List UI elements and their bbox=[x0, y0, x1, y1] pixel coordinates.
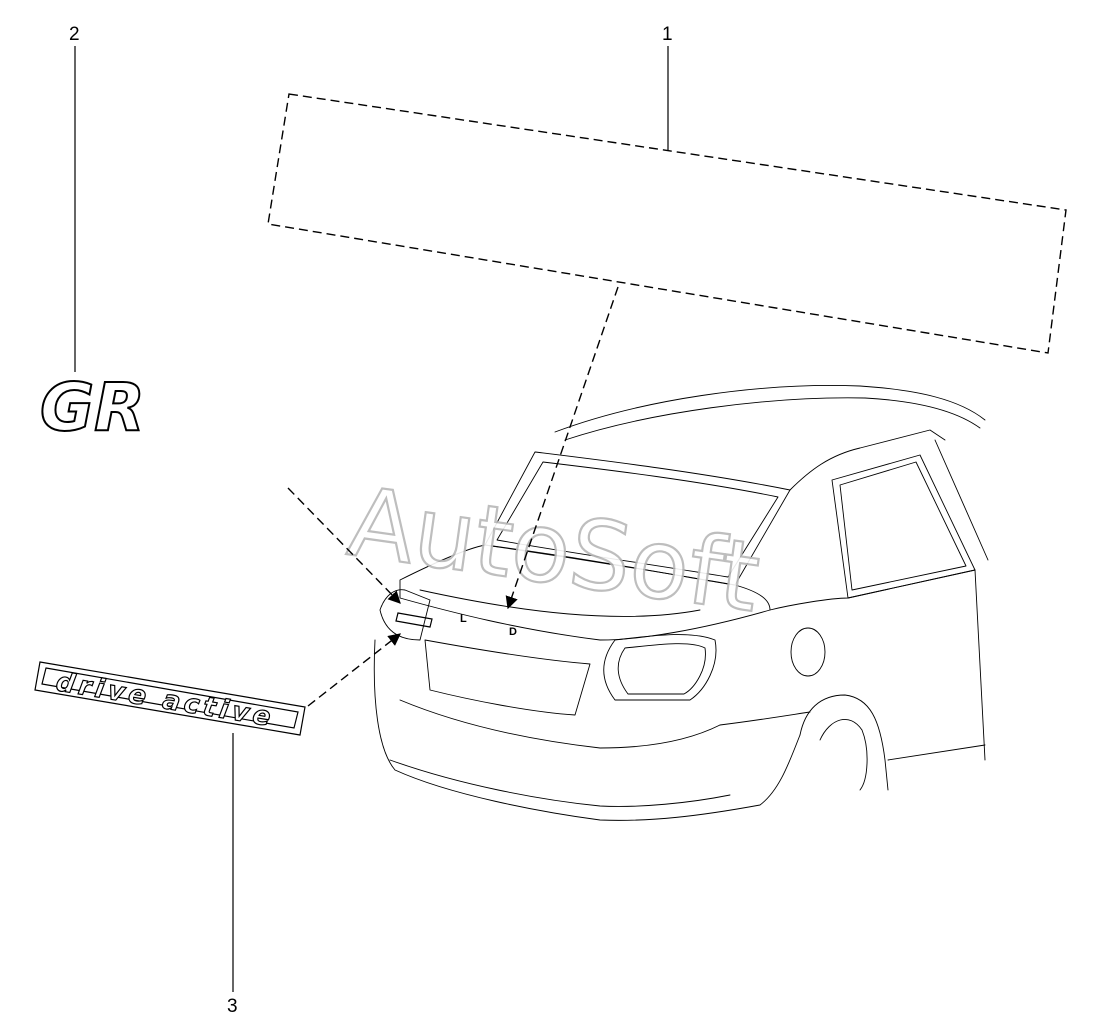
bumper-line bbox=[399, 699, 721, 749]
plate-outline bbox=[34, 661, 306, 736]
arrow-part-2 bbox=[287, 487, 401, 604]
side-window bbox=[831, 454, 976, 599]
tail-light-right bbox=[603, 634, 717, 701]
bumper-lower bbox=[389, 759, 731, 807]
rear-door-line bbox=[934, 439, 989, 561]
body-side-lower bbox=[719, 711, 811, 726]
side-window-inner bbox=[839, 461, 967, 591]
fuel-cap bbox=[790, 627, 826, 677]
tail-light-right-inner bbox=[617, 643, 706, 695]
arrow-part-3 bbox=[307, 633, 401, 707]
rear-letter-l: L bbox=[460, 613, 467, 625]
rear-bumper bbox=[373, 639, 801, 821]
rear-window-inner bbox=[496, 461, 779, 578]
drive-active-text: drive active bbox=[54, 667, 277, 733]
trunk-lid bbox=[399, 544, 771, 641]
part-3-drive-active-plate: drive active bbox=[34, 661, 306, 736]
car-body bbox=[373, 385, 989, 821]
trunk-badge-plate bbox=[395, 612, 433, 628]
trunk-badge: L D bbox=[395, 612, 517, 638]
decal-outline bbox=[267, 93, 1067, 354]
rear-wheel bbox=[819, 719, 868, 791]
c-pillar bbox=[789, 429, 946, 491]
watermark-text: AutoSoft bbox=[342, 466, 766, 634]
door-edge bbox=[974, 569, 986, 761]
plate-recess bbox=[424, 639, 591, 716]
trunk-edge bbox=[419, 589, 701, 617]
tail-light-left bbox=[379, 589, 431, 641]
plate-inner bbox=[41, 667, 299, 729]
wheel-arch bbox=[799, 694, 889, 791]
roof-inner-line bbox=[564, 397, 981, 441]
callout-number-3: 3 bbox=[227, 996, 238, 1017]
roof-line bbox=[554, 385, 986, 433]
callout-number-1: 1 bbox=[662, 24, 673, 45]
sill-line bbox=[887, 744, 986, 761]
gr-logo: GR bbox=[40, 369, 145, 446]
callout-number-2: 2 bbox=[69, 24, 80, 45]
body-side bbox=[769, 569, 976, 611]
arrow-part-1 bbox=[505, 286, 619, 610]
rear-letter-d: D bbox=[509, 626, 517, 638]
part-1-decal bbox=[267, 93, 1067, 354]
part-2-gr-emblem: GR bbox=[39, 368, 146, 447]
